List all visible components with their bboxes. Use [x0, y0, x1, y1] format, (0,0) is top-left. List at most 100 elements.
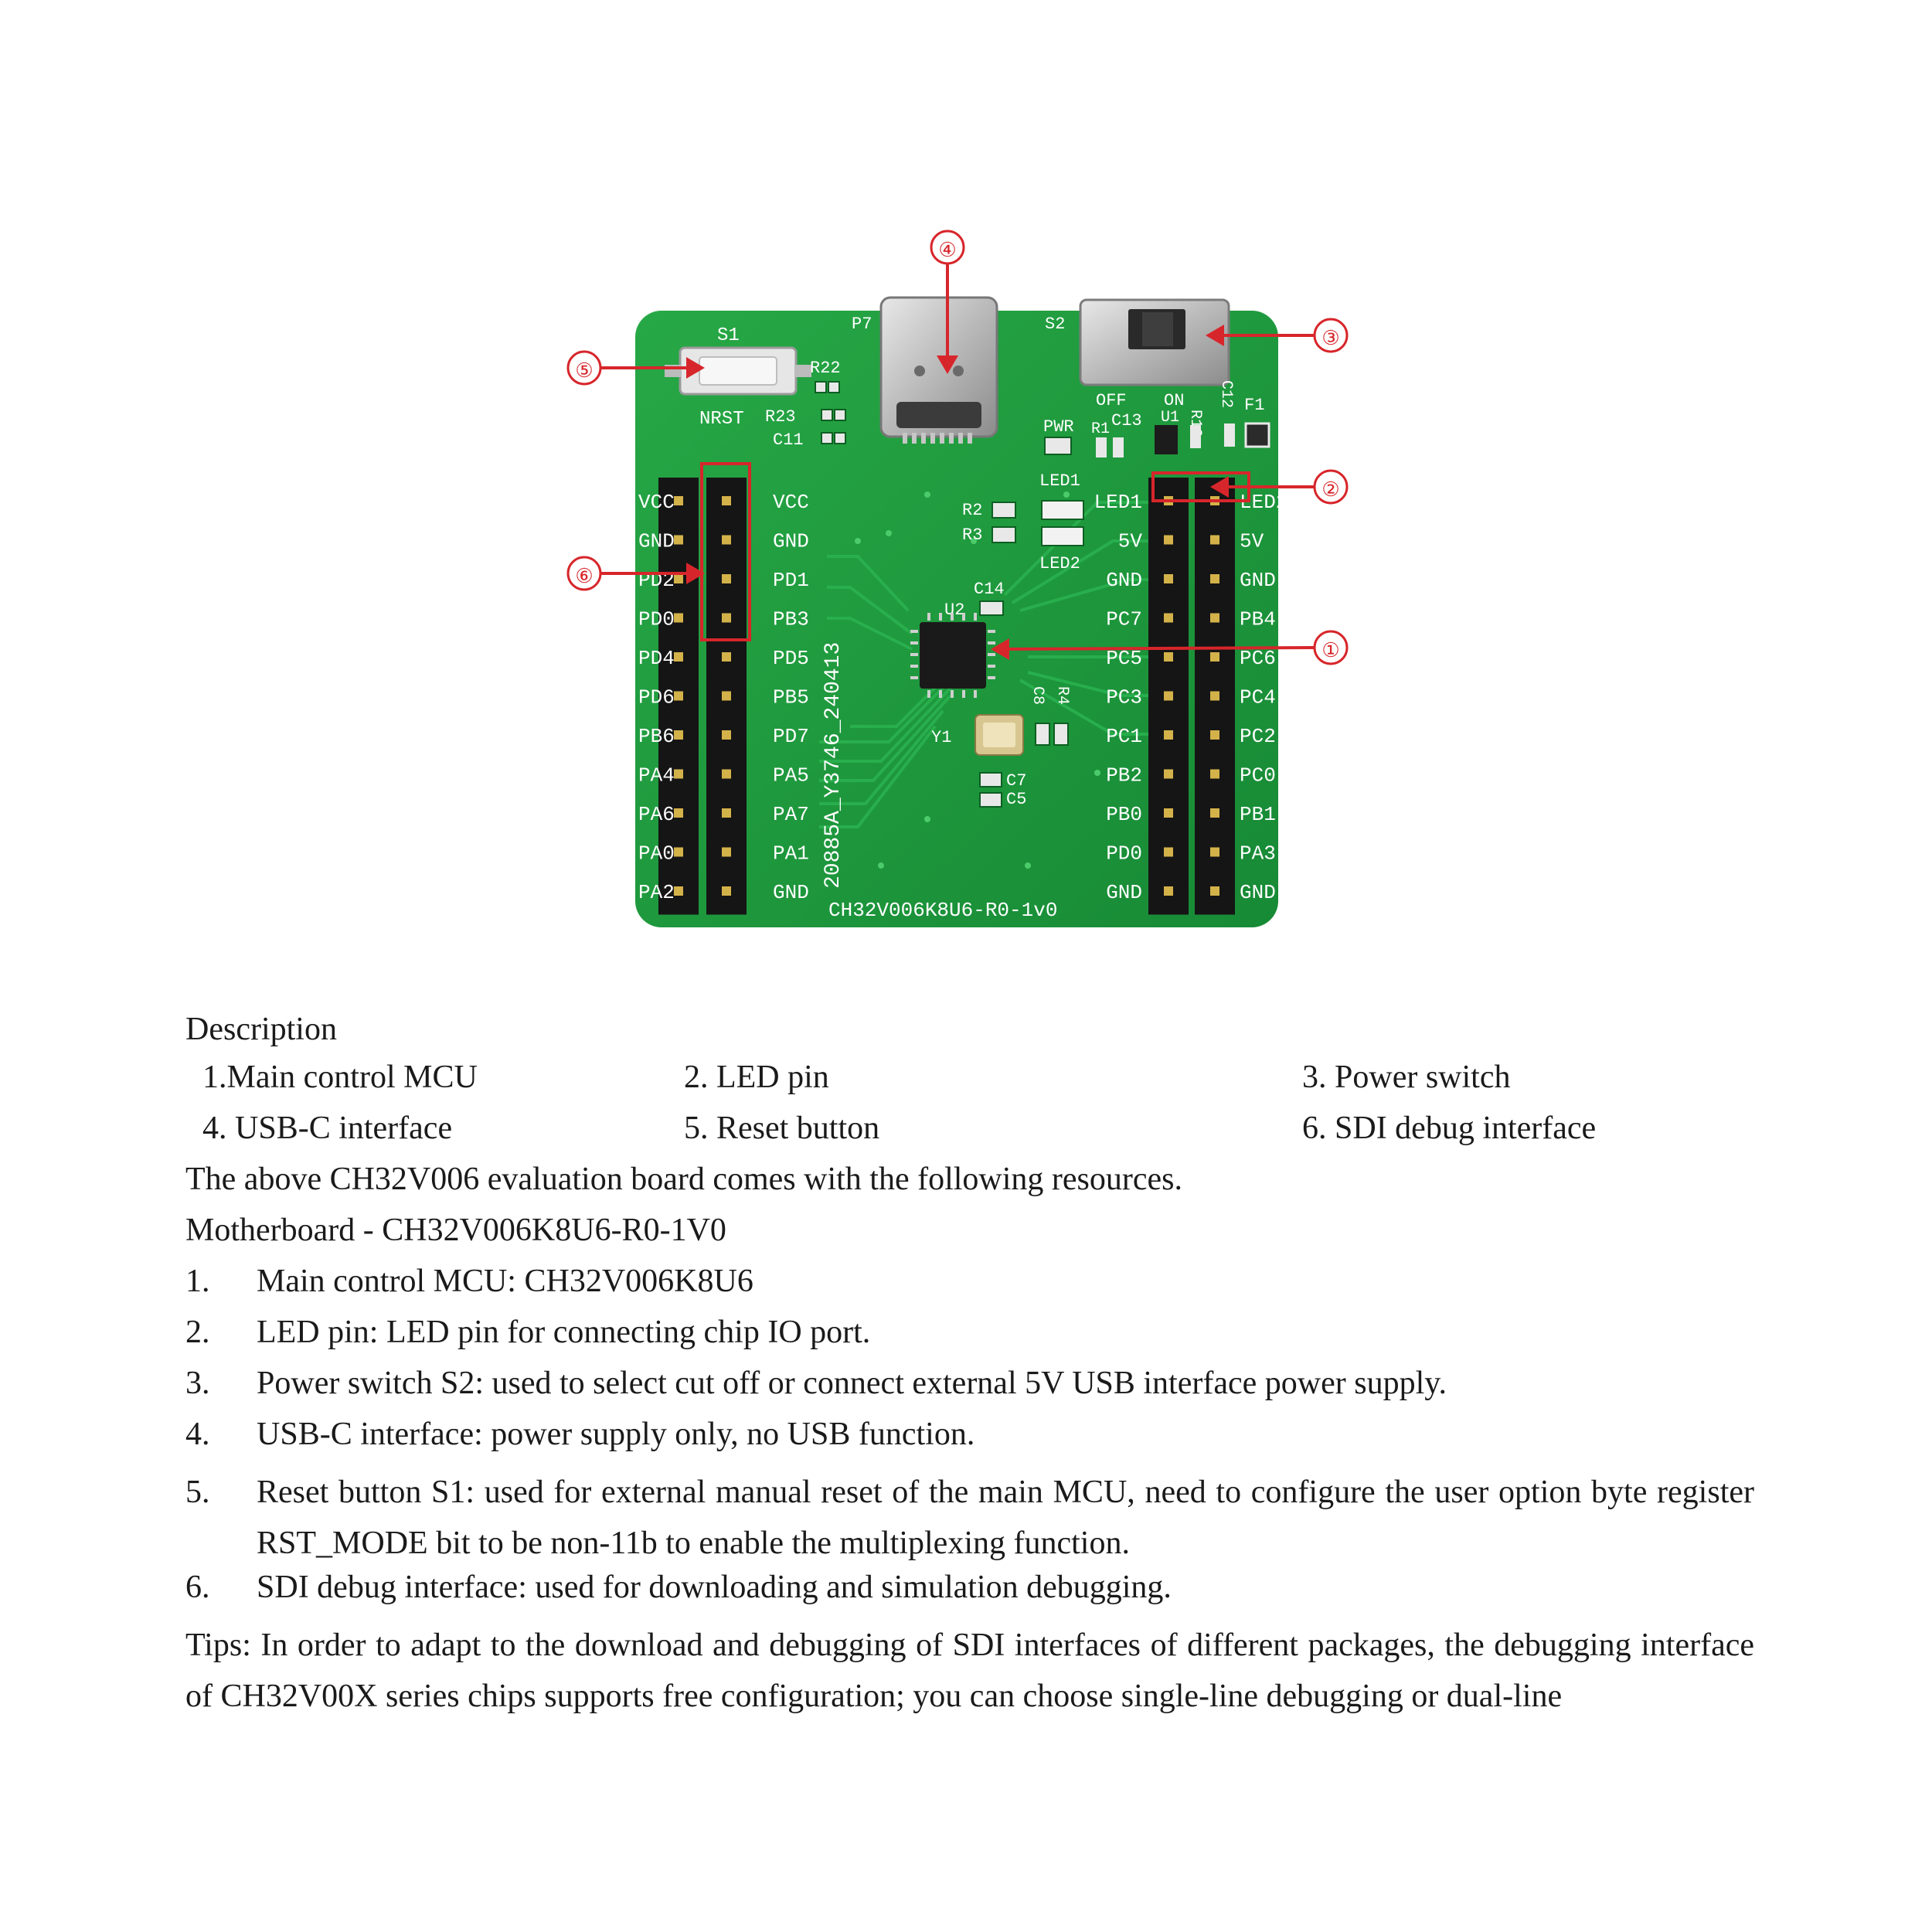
pin-label: PA0	[638, 842, 675, 866]
header-pin	[1164, 574, 1173, 583]
header-pin	[722, 652, 731, 662]
callout-6: ⑥	[566, 462, 751, 641]
c13-label: C13	[1111, 411, 1142, 430]
header-pin	[722, 886, 731, 896]
header-pin	[674, 847, 683, 857]
header-pin	[1164, 613, 1173, 623]
item-number: 6.	[185, 1570, 210, 1605]
header-pin	[1210, 730, 1219, 740]
header-pin	[674, 730, 683, 740]
pin-label: PB3	[773, 608, 809, 631]
pin-label: 5V	[1240, 530, 1264, 553]
header-pin	[1210, 691, 1219, 701]
header-pin	[722, 769, 731, 779]
header-pin	[674, 613, 683, 623]
smd-parts-crystal	[979, 723, 1069, 808]
callout-4-number: ④	[938, 240, 956, 263]
item-number: 4.	[185, 1417, 210, 1452]
callout-5-number: ⑤	[575, 360, 593, 383]
pin-label: GND	[1240, 881, 1276, 904]
r1-label: R1	[1091, 420, 1110, 438]
item-number: 3.	[185, 1366, 210, 1401]
nrst-label: NRST	[699, 409, 744, 430]
item-text: USB-C interface: power supply only, no U…	[257, 1417, 975, 1452]
header-pin	[722, 730, 731, 740]
pin-label: GND	[773, 881, 809, 904]
pin-label: PC1	[1106, 725, 1142, 748]
pin-label: PD6	[638, 686, 675, 709]
item-text: Power switch S2: used to select cut off …	[257, 1366, 1447, 1401]
pin-label: PD5	[773, 647, 809, 670]
header-pin	[674, 691, 683, 701]
pin-label: GND	[1240, 569, 1276, 592]
pin-headers	[658, 478, 1235, 915]
pin-label: PA3	[1240, 842, 1276, 866]
intro-text: The above CH32V006 evaluation board come…	[185, 1162, 1183, 1197]
c7-label: C7	[1006, 771, 1026, 791]
header-pin	[674, 496, 683, 505]
led-parts	[992, 500, 1084, 546]
pin-label: PC0	[1240, 764, 1276, 787]
item-text: Reset button S1: used for external manua…	[257, 1475, 1754, 1561]
c8-label: C8	[1029, 686, 1046, 705]
callout-2-number: ②	[1321, 479, 1339, 502]
pin-label: VCC	[638, 491, 675, 514]
header-pin	[1164, 808, 1173, 818]
callout-6-number: ⑥	[575, 566, 593, 589]
u1-label: U1	[1161, 409, 1179, 427]
header-pin	[1210, 847, 1219, 857]
led2-label: LED2	[1039, 554, 1080, 573]
item-number: 5.	[185, 1475, 210, 1510]
header-pin	[1164, 769, 1173, 779]
legend-row-2: 4. USB-C interface 5. Reset button 6. SD…	[185, 1110, 1754, 1161]
pin-label: PC5	[1106, 647, 1142, 670]
board-name-silk: CH32V006K8U6-R0-1v0	[828, 899, 1057, 922]
pin-label: PC4	[1240, 686, 1276, 709]
header-pin	[722, 808, 731, 818]
callout-3: ③	[1206, 318, 1349, 353]
header-pin	[1164, 691, 1173, 701]
c5-label: C5	[1006, 790, 1026, 809]
pin-label: PB2	[1106, 764, 1142, 787]
header-pin	[1164, 730, 1173, 740]
pin-label: PA7	[773, 803, 809, 826]
u2-label: U2	[944, 600, 964, 620]
header-pin	[674, 769, 683, 779]
power-switch-s2	[1079, 298, 1230, 386]
legend-item-2: 2. LED pin	[684, 1060, 829, 1095]
pcb-vias	[855, 492, 1100, 869]
header-pin	[674, 574, 683, 583]
y1-label: Y1	[931, 728, 951, 747]
motherboard-line: Motherboard - CH32V006K8U6-R0-1V0	[185, 1213, 726, 1248]
r22-label: R22	[810, 359, 841, 378]
s2-label: S2	[1045, 315, 1065, 334]
item-text: Main control MCU: CH32V006K8U6	[257, 1264, 753, 1299]
pin-label: GND	[1106, 569, 1142, 592]
led1-label: LED1	[1039, 471, 1080, 491]
pin-label: PB5	[773, 686, 809, 709]
header-pin	[722, 535, 731, 545]
r4-label: R4	[1053, 686, 1071, 705]
mcu-chip	[910, 613, 995, 698]
pwr-label: PWR	[1043, 417, 1074, 437]
callout-4: ④	[930, 230, 965, 374]
f1-label: F1	[1244, 396, 1264, 415]
pin-label: PD4	[638, 647, 675, 670]
pin-label: 5V	[1118, 530, 1143, 553]
pin-label: PA5	[773, 764, 809, 787]
pin-label: PD1	[773, 569, 809, 592]
header-pin	[1210, 886, 1219, 896]
callout-1-number: ①	[1321, 640, 1339, 663]
header-pin	[1164, 535, 1173, 545]
callout-3-number: ③	[1321, 328, 1339, 351]
c12-label: C12	[1217, 380, 1235, 408]
header-pin	[722, 847, 731, 857]
header-pin	[722, 613, 731, 623]
legend-item-4: 4. USB-C interface	[202, 1111, 453, 1146]
r3-label: R3	[962, 526, 982, 545]
legend-item-3: 3. Power switch	[1302, 1060, 1511, 1095]
board-photo: S1 NRST R22 R23 C11 P7 S2 OFF ON PWR C13…	[566, 230, 1349, 927]
pin-label: PA6	[638, 803, 675, 826]
header-pin	[722, 574, 731, 583]
on-label: ON	[1164, 391, 1184, 410]
